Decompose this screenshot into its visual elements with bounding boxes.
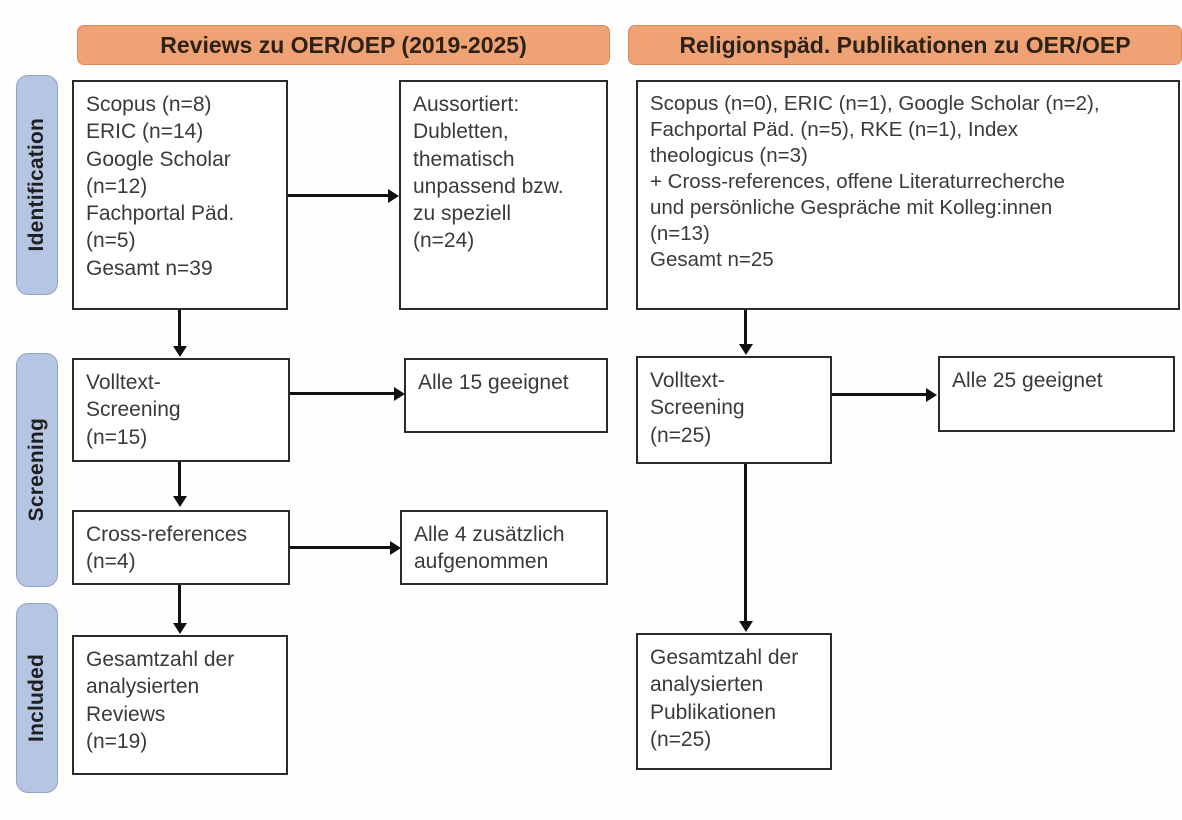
connector-left-fulltext-to-result [290,392,394,395]
left-cross-references-result-box: Alle 4 zusätzlich aufgenommen [400,510,608,585]
connector-right-fulltext-to-included [744,464,747,621]
connector-right-sources-to-fulltext [744,310,747,344]
column-header-right-label: Religionspäd. Publikationen zu OER/OEP [679,31,1131,58]
stage-tab-screening: Screening [16,353,58,587]
left-fulltext-screening-box: Volltext- Screening (n=15) [72,358,290,462]
connector-left-crossrefs-to-included [178,585,181,623]
connector-left-sources-to-fulltext [178,310,181,346]
left-cross-references-result-text: Alle 4 zusätzlich aufgenommen [414,523,565,574]
right-included-total-box: Gesamtzahl der analysierten Publikatione… [636,633,832,770]
connector-left-fulltext-to-crossrefs [178,462,181,496]
left-cross-references-box: Cross-references (n=4) [72,510,290,585]
left-fulltext-screening-text: Volltext- Screening (n=15) [86,371,181,449]
left-identification-sources-text: Scopus (n=8) ERIC (n=14) Google Scholar … [86,93,235,280]
left-identification-sources-box: Scopus (n=8) ERIC (n=14) Google Scholar … [72,80,288,310]
left-included-total-text: Gesamtzahl der analysierten Reviews (n=1… [86,648,235,753]
arrowhead-left-fulltext-to-result [394,386,405,401]
right-fulltext-result-box: Alle 25 geeignet [938,356,1175,432]
stage-tab-included: Included [16,603,58,793]
left-included-total-box: Gesamtzahl der analysierten Reviews (n=1… [72,635,288,775]
left-cross-references-text: Cross-references (n=4) [86,523,248,574]
stage-tab-identification-label: Identification [25,118,48,252]
connector-left-crossrefs-to-result [290,546,390,549]
stage-tab-screening-label: Screening [25,418,48,522]
left-excluded-box: Aussortiert: Dubletten, thematisch unpas… [399,80,608,310]
right-fulltext-result-text: Alle 25 geeignet [952,369,1103,392]
arrowhead-left-sources-to-fulltext [172,346,187,357]
arrowhead-right-fulltext-to-result [926,387,937,402]
column-header-right: Religionspäd. Publikationen zu OER/OEP [628,25,1182,65]
right-fulltext-screening-box: Volltext- Screening (n=25) [636,356,832,464]
left-excluded-text: Aussortiert: Dubletten, thematisch unpas… [413,93,564,253]
right-identification-sources-text: Scopus (n=0), ERIC (n=1), Google Scholar… [650,92,1100,272]
arrowhead-right-fulltext-to-included [738,621,753,632]
right-fulltext-screening-text: Volltext- Screening (n=25) [650,369,745,447]
left-fulltext-result-box: Alle 15 geeignet [404,358,608,433]
column-header-left: Reviews zu OER/OEP (2019-2025) [77,25,610,65]
arrowhead-right-sources-to-fulltext [738,344,753,355]
stage-tab-identification: Identification [16,75,58,295]
arrowhead-left-fulltext-to-crossrefs [172,496,187,507]
right-identification-sources-box: Scopus (n=0), ERIC (n=1), Google Scholar… [636,80,1180,310]
connector-left-sources-to-excluded [288,194,388,197]
left-fulltext-result-text: Alle 15 geeignet [418,371,569,394]
right-included-total-text: Gesamtzahl der analysierten Publikatione… [650,646,799,751]
arrowhead-left-sources-to-excluded [388,188,399,203]
column-header-left-label: Reviews zu OER/OEP (2019-2025) [160,31,527,58]
connector-right-fulltext-to-result [832,393,926,396]
arrowhead-left-crossrefs-to-included [172,623,187,634]
arrowhead-left-crossrefs-to-result [390,540,401,555]
stage-tab-included-label: Included [25,654,48,742]
